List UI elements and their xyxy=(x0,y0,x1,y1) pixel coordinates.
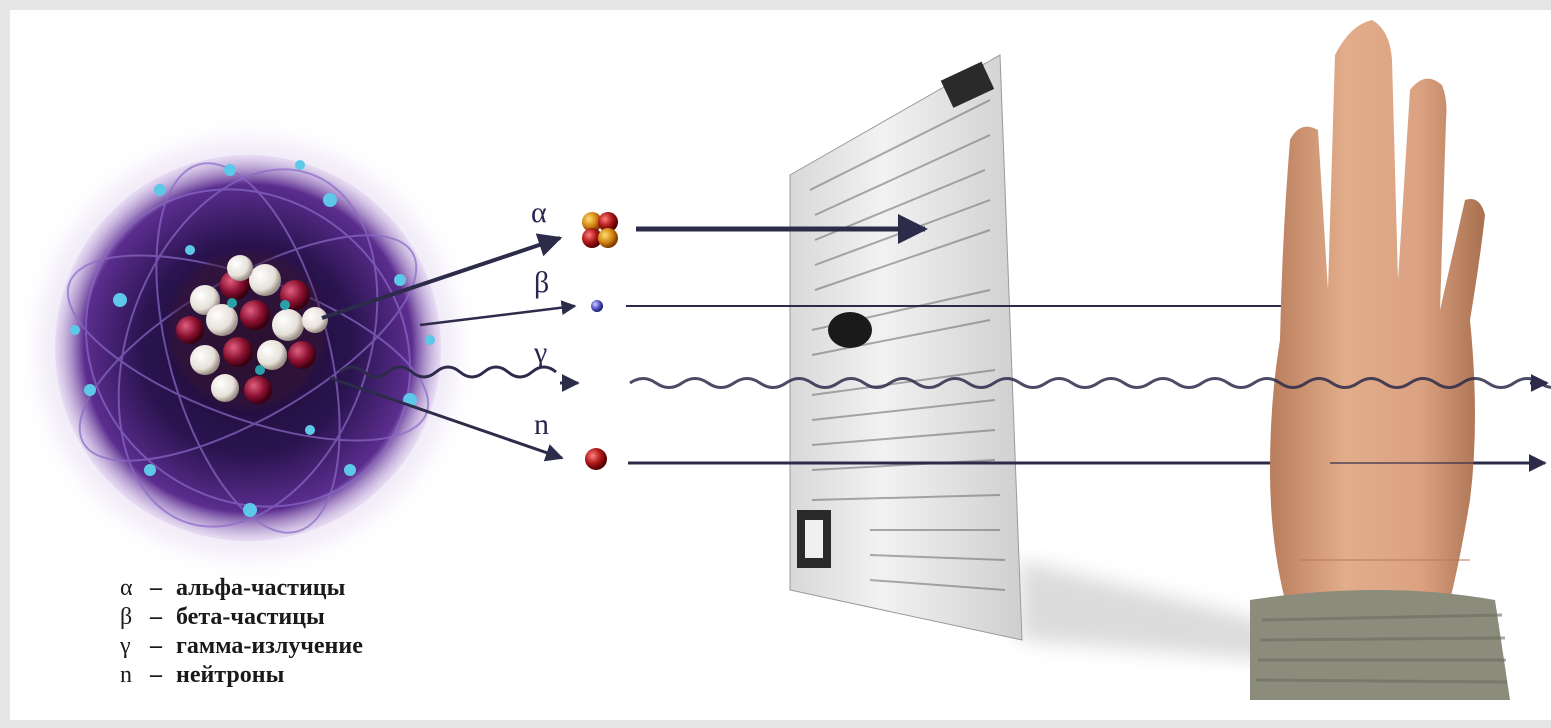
legend-text: альфа-частицы xyxy=(176,574,345,603)
legend-row-gamma: γ – гамма-излучение xyxy=(120,632,363,661)
legend-text: нейтроны xyxy=(176,661,284,690)
legend-row-alpha: α – альфа-частицы xyxy=(120,574,363,603)
legend-symbol: β xyxy=(120,603,150,632)
legend-symbol: α xyxy=(120,574,150,603)
beta-label: β xyxy=(534,268,549,298)
alpha-label: α xyxy=(531,198,547,228)
legend-dash: – xyxy=(150,661,176,690)
legend-dash: – xyxy=(150,632,176,661)
legend-text: гамма-излучение xyxy=(176,632,363,661)
beta-particle-icon xyxy=(591,300,603,312)
neutron-label: n xyxy=(534,410,549,440)
legend: α – альфа-частицы β – бета-частицы γ – г… xyxy=(120,574,363,690)
legend-dash: – xyxy=(150,603,176,632)
legend-row-neutron: n – нейтроны xyxy=(120,661,363,690)
legend-symbol: γ xyxy=(120,632,150,661)
legend-dash: – xyxy=(150,574,176,603)
sleeve xyxy=(1250,590,1510,700)
legend-row-beta: β – бета-частицы xyxy=(120,603,363,632)
legend-text: бета-частицы xyxy=(176,603,325,632)
gamma-label: γ xyxy=(534,338,547,368)
neutron-particle-icon xyxy=(585,448,607,470)
legend-symbol: n xyxy=(120,661,150,690)
